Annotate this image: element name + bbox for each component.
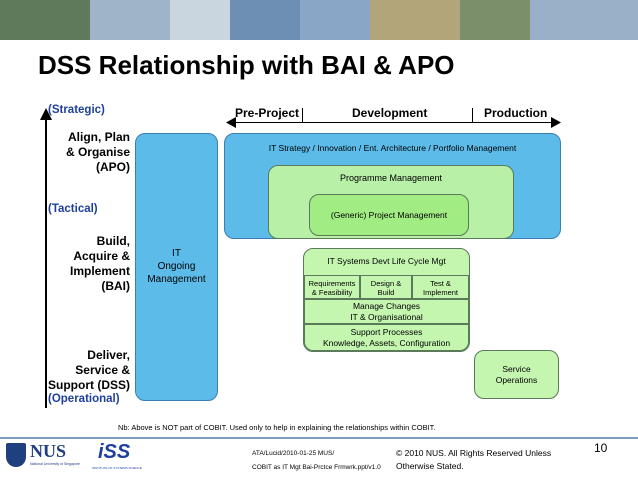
requirements-line: & Feasibility xyxy=(311,288,353,297)
label-bai-line: Implement xyxy=(69,264,130,278)
requirements-label: Requirements & Feasibility xyxy=(305,279,359,297)
label-dss-line: Deliver, xyxy=(87,348,130,362)
up-arrow-icon xyxy=(40,108,52,120)
copyright-line: Otherwise Stated. xyxy=(396,461,464,471)
design-build-box: Design & Build xyxy=(360,275,412,299)
label-bai-line: (BAI) xyxy=(101,279,130,293)
phase-divider xyxy=(472,108,473,123)
manage-changes-line: Manage Changes xyxy=(352,301,421,311)
banner-photo xyxy=(90,0,170,40)
page-number: 10 xyxy=(594,441,608,455)
service-operations-box: Service Operations xyxy=(474,350,559,399)
iss-logo-subtext: INSTITUTE OF SYSTEMS SCIENCE xyxy=(92,466,142,470)
label-bai-line: Build, xyxy=(96,234,130,248)
support-line: Support Processes xyxy=(350,327,423,337)
iss-logo: iSS INSTITUTE OF SYSTEMS SCIENCE xyxy=(92,441,152,475)
footer-ref-line: COBIT as IT Mgt Bai-Prctce Frmwrk.ppt/v1… xyxy=(252,464,381,471)
nus-logo: NUS National University of Singapore xyxy=(6,441,86,475)
label-dss-line: Support (DSS) xyxy=(48,378,130,392)
label-apo-line: (APO) xyxy=(96,160,130,174)
it-ongoing-line: Management xyxy=(147,274,206,285)
sdlc-label: IT Systems Devt Life Cycle Mgt xyxy=(327,256,446,266)
design-line: Design & xyxy=(370,279,402,288)
banner-photo xyxy=(170,0,230,40)
phase-development: Development xyxy=(352,106,428,120)
test-line: Test & xyxy=(430,279,451,288)
banner-photo xyxy=(230,0,300,40)
banner-photo xyxy=(370,0,460,40)
label-tactical: (Tactical) xyxy=(48,203,98,215)
design-line: Build xyxy=(377,288,395,297)
note-text: Nb: Above is NOT part of COBIT. Used onl… xyxy=(118,423,436,432)
manage-changes-line: IT & Organisational xyxy=(350,312,423,322)
phase-production: Production xyxy=(484,106,548,120)
nus-logo-subtext: National University of Singapore xyxy=(30,462,80,466)
left-arrow-icon xyxy=(226,117,236,128)
it-ongoing-line: Ongoing xyxy=(157,261,196,272)
label-dss: Deliver, Service & Support (DSS) xyxy=(20,348,130,393)
header-banner xyxy=(0,0,638,40)
footer-ref-line: ATA/Lucid/2010-01-25 MUS/ xyxy=(252,450,335,457)
label-dss-line: Service & xyxy=(75,363,130,377)
nus-crest-icon xyxy=(6,443,26,467)
banner-photo xyxy=(530,0,638,40)
label-apo-line: Align, Plan xyxy=(67,130,130,144)
phase-divider xyxy=(302,108,303,123)
project-label: (Generic) Project Management xyxy=(330,210,448,220)
footer-copyright: © 2010 NUS. All Rights Reserved Unless O… xyxy=(396,447,551,473)
label-apo: Align, Plan & Organise (APO) xyxy=(40,130,130,175)
service-ops-line: Operations xyxy=(495,375,538,385)
phase-axis-line xyxy=(232,122,554,123)
support-processes-box: Support Processes Knowledge, Assets, Con… xyxy=(304,324,469,351)
label-bai: Build, Acquire & Implement (BAI) xyxy=(40,234,130,294)
project-management-box: (Generic) Project Management xyxy=(309,194,469,236)
test-label: Test & Implement xyxy=(413,279,468,297)
manage-changes-box: Manage Changes IT & Organisational xyxy=(304,299,469,324)
phase-pre-project: Pre-Project xyxy=(235,106,300,120)
label-bai-line: Acquire & xyxy=(73,249,130,263)
requirements-box: Requirements & Feasibility xyxy=(304,275,360,299)
programme-label: Programme Management xyxy=(339,173,443,183)
right-arrow-icon xyxy=(551,117,561,128)
it-ongoing-label: IT Ongoing Management xyxy=(136,247,217,286)
slide-title: DSS Relationship with BAI & APO xyxy=(38,50,455,80)
banner-photo xyxy=(300,0,370,40)
manage-changes-label: Manage Changes IT & Organisational xyxy=(305,301,468,323)
iss-logo-text: iSS xyxy=(98,441,131,463)
it-ongoing-management-box: IT Ongoing Management xyxy=(135,133,218,401)
it-strategy-label: IT Strategy / Innovation / Ent. Architec… xyxy=(268,143,517,153)
service-operations-label: Service Operations xyxy=(475,364,558,386)
test-implement-box: Test & Implement xyxy=(412,275,469,299)
footer-reference: ATA/Lucid/2010-01-25 MUS/ COBIT as IT Mg… xyxy=(252,447,381,475)
label-apo-line: & Organise xyxy=(65,145,130,159)
it-ongoing-line: IT xyxy=(172,248,181,259)
design-label: Design & Build xyxy=(361,279,411,297)
banner-photo xyxy=(0,0,90,40)
vertical-axis-line xyxy=(45,118,47,408)
nus-logo-text: NUS xyxy=(30,441,67,461)
support-label: Support Processes Knowledge, Assets, Con… xyxy=(305,327,468,349)
banner-photo xyxy=(460,0,530,40)
test-line: Implement xyxy=(422,288,458,297)
label-strategic: (Strategic) xyxy=(48,104,105,116)
label-operational: (Operational) xyxy=(48,393,120,405)
copyright-line: © 2010 NUS. All Rights Reserved Unless xyxy=(396,448,552,458)
requirements-line: Requirements xyxy=(308,279,356,288)
support-line: Knowledge, Assets, Configuration xyxy=(322,338,451,348)
service-ops-line: Service xyxy=(502,364,531,374)
footer-divider xyxy=(0,437,638,439)
